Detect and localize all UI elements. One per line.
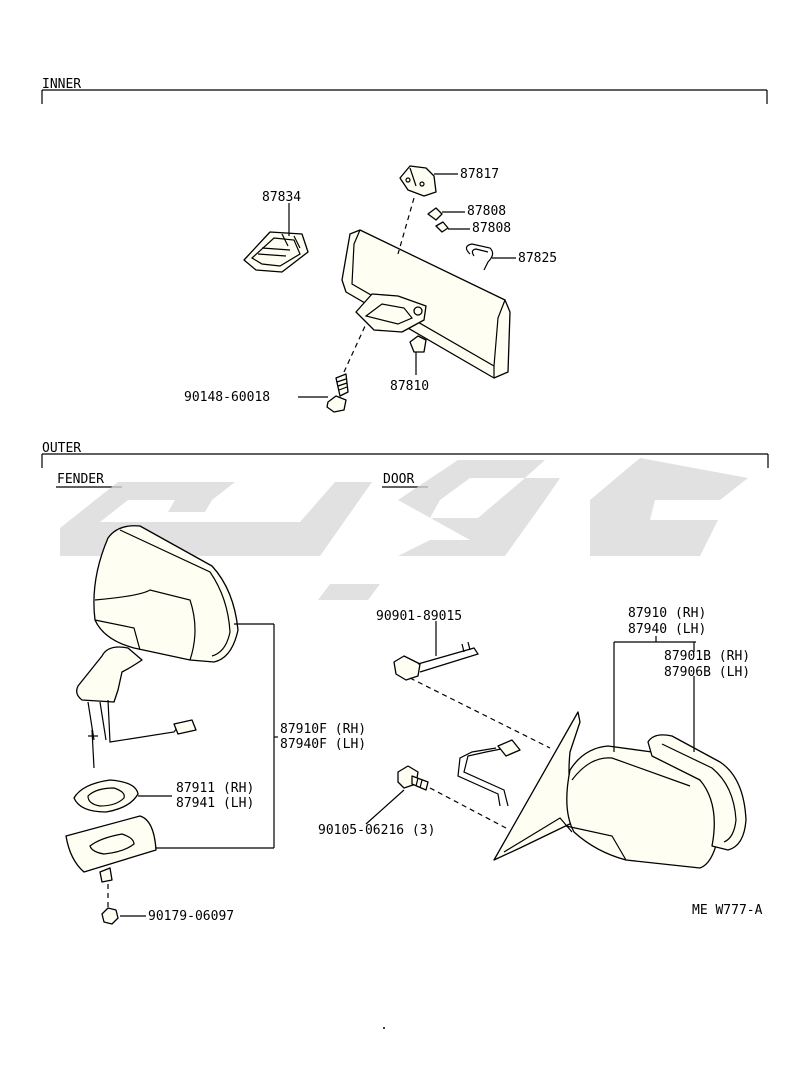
leader-87910-bracket xyxy=(613,636,696,752)
part-87825-clip xyxy=(465,243,494,271)
leader-90105 xyxy=(365,789,405,825)
part-87810-pin xyxy=(409,335,427,353)
assembly-line-90105 xyxy=(429,787,507,829)
assembly-line-90148 xyxy=(343,323,367,373)
inner-section-frame xyxy=(41,89,768,104)
label-87808-lower: 87808 xyxy=(472,221,511,236)
fender-mirror-assembly xyxy=(76,525,239,743)
label-87825: 87825 xyxy=(518,251,557,266)
outer-section-title: OUTER xyxy=(42,441,81,456)
assembly-line-87817 xyxy=(397,197,415,255)
part-90148-screw xyxy=(326,373,349,413)
label-87940f-lh: 87940F (LH) xyxy=(280,737,366,752)
fender-subsection-title: FENDER xyxy=(57,472,104,487)
label-90148-60018: 90148-60018 xyxy=(184,390,270,405)
door-subsection-title: DOOR xyxy=(383,472,414,487)
label-87906b-lh: 87906B (LH) xyxy=(664,665,750,680)
label-90179-06097: 90179-06097 xyxy=(148,909,234,924)
speck-mark xyxy=(383,1027,385,1029)
label-87810: 87810 xyxy=(390,379,429,394)
part-87834-cover xyxy=(243,231,309,273)
label-87911-rh: 87911 (RH) xyxy=(176,781,254,796)
label-87901b-rh: 87901B (RH) xyxy=(664,649,750,664)
fender-mounting-bolt xyxy=(88,729,98,769)
door-mirror-assembly xyxy=(493,711,719,869)
inner-rearview-mirror xyxy=(341,229,511,379)
part-90179-nut xyxy=(101,907,119,925)
label-87910-rh: 87910 (RH) xyxy=(628,606,706,621)
label-90105-06216: 90105-06216 (3) xyxy=(318,823,435,838)
part-87817-bracket xyxy=(399,165,437,197)
part-87911-gasket xyxy=(73,779,139,813)
label-87910f-rh: 87910F (RH) xyxy=(280,722,366,737)
part-87808-clip-lower xyxy=(435,221,449,233)
label-87817: 87817 xyxy=(460,167,499,182)
fender-base-plate xyxy=(65,815,157,883)
door-mirror-harness xyxy=(457,739,521,807)
label-87941-lh: 87941 (LH) xyxy=(176,796,254,811)
inner-section-title: INNER xyxy=(42,77,81,92)
door-mirror-glass xyxy=(647,734,747,851)
assembly-line-90901 xyxy=(409,677,551,749)
label-87808-upper: 87808 xyxy=(467,204,506,219)
part-90105-screw xyxy=(397,765,429,791)
mirror-mount-bracket xyxy=(355,293,427,333)
diagram-code: ME W777-A xyxy=(692,903,763,918)
label-87834: 87834 xyxy=(262,190,301,205)
outer-section-frame xyxy=(41,453,769,468)
label-90901-89015: 90901-89015 xyxy=(376,609,462,624)
part-87808-clip-upper xyxy=(427,207,443,221)
label-87940-lh: 87940 (LH) xyxy=(628,622,706,637)
leader-87910f-bracket xyxy=(156,623,278,849)
part-90901-connector xyxy=(393,641,479,681)
